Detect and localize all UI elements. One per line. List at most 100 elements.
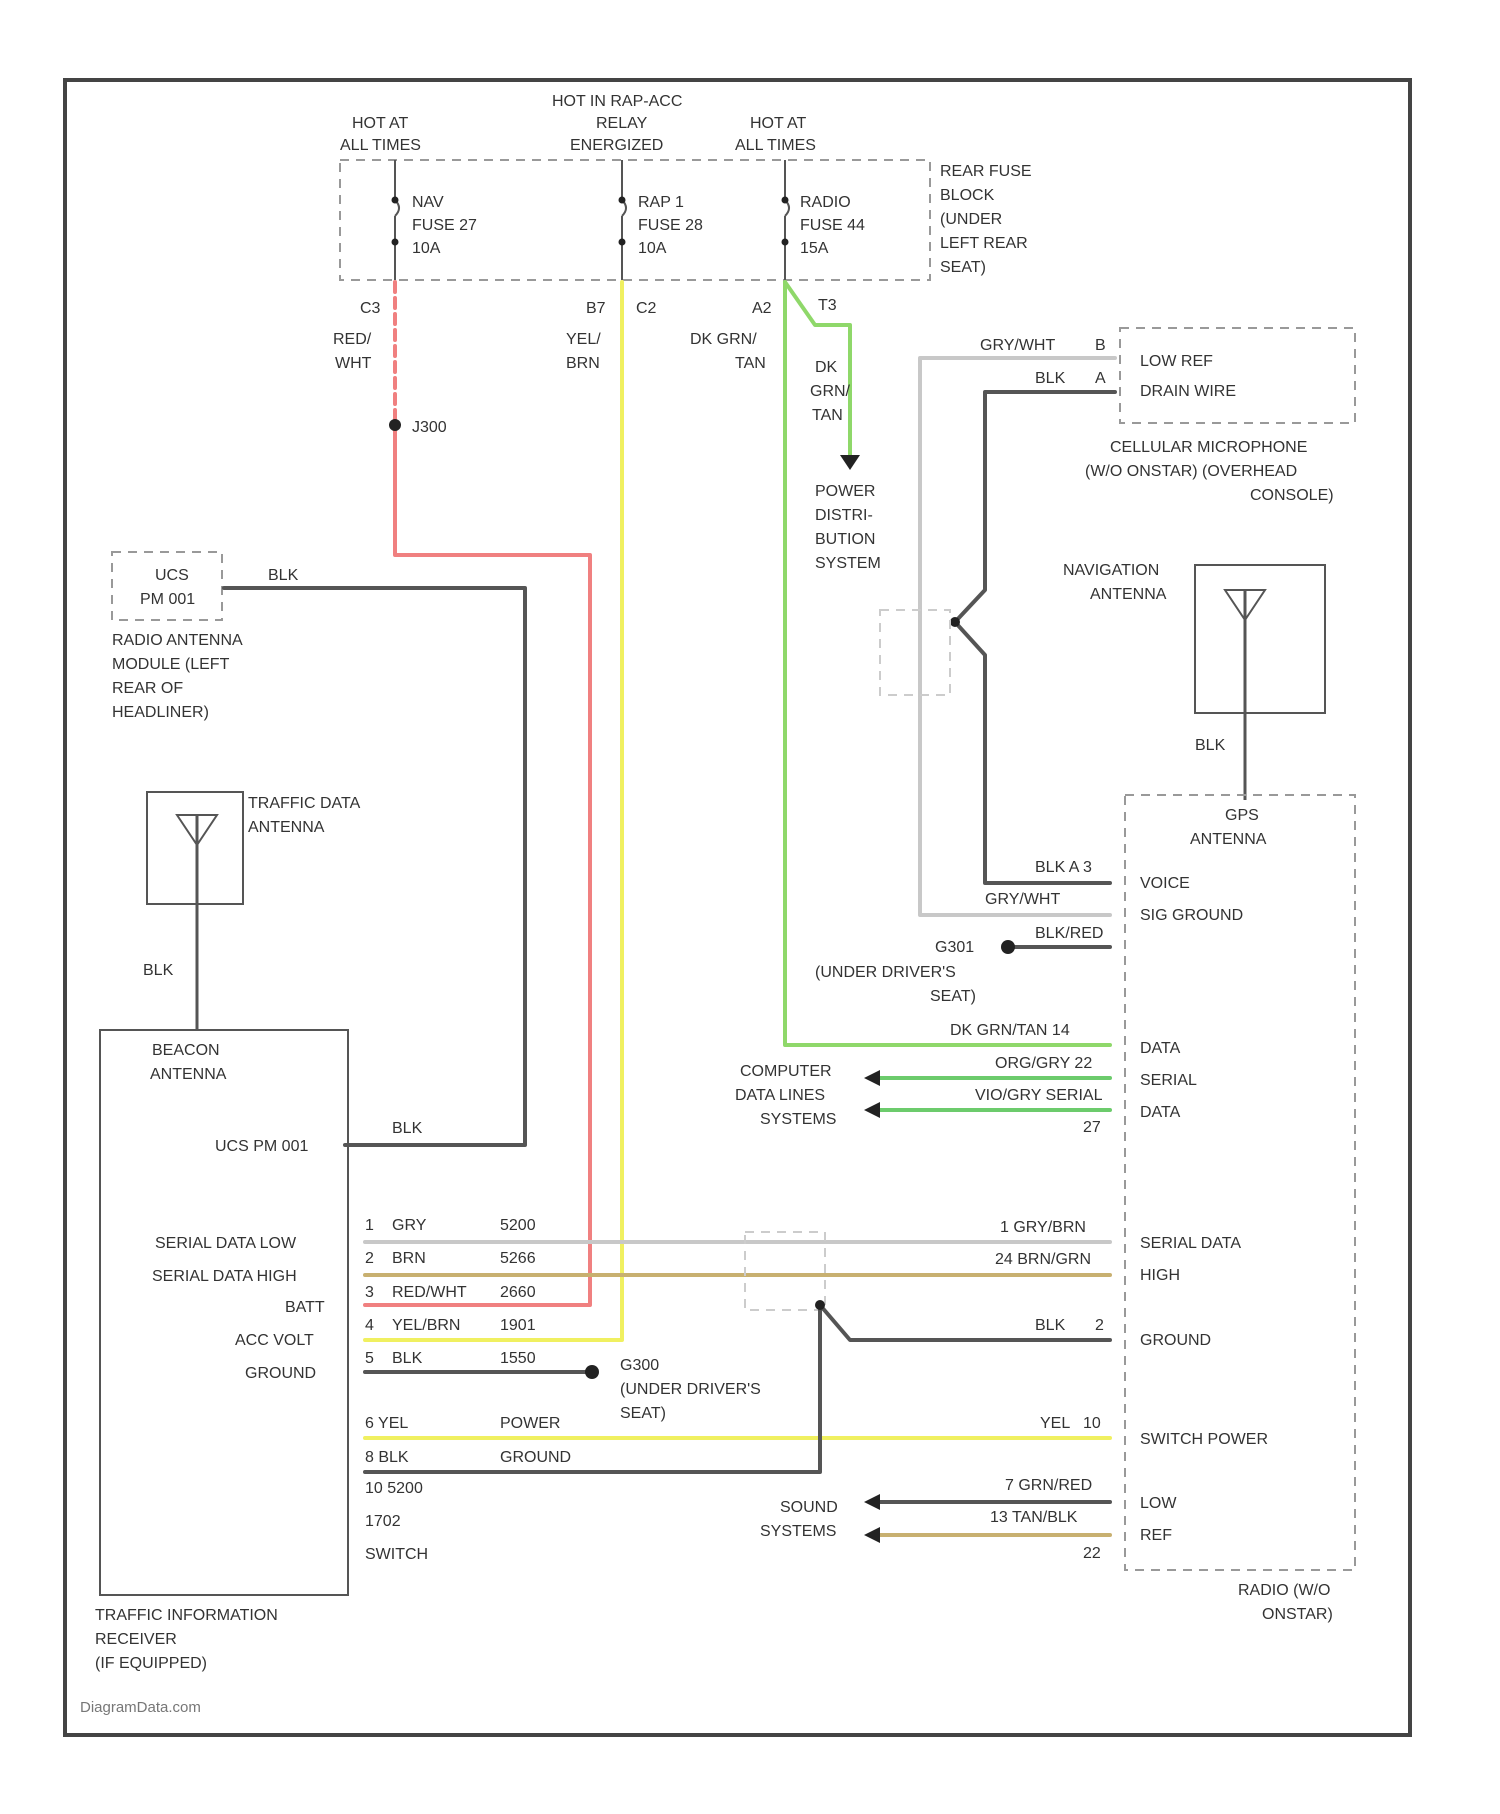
hot-right-2: ALL TIMES bbox=[735, 137, 816, 154]
shield-connector bbox=[880, 610, 950, 695]
beacon-pin-1-circuit: 5200 bbox=[500, 1217, 536, 1234]
power-dist-3: BUTION bbox=[815, 531, 875, 548]
mic-term-2: DRAIN WIRE bbox=[1140, 383, 1236, 400]
radio-data-label-2: SERIAL bbox=[1140, 1072, 1197, 1089]
watermark: DiagramData.com bbox=[80, 1699, 201, 1716]
radio-data-top-wire: DK GRN/TAN 14 bbox=[950, 1022, 1070, 1039]
beacon-pin-3-wire: RED/WHT bbox=[392, 1284, 467, 1301]
wire-red-label-2: WHT bbox=[335, 355, 372, 372]
wire-grn-label-2: TAN bbox=[735, 355, 766, 372]
nav-antenna-wire: BLK bbox=[1195, 737, 1226, 754]
beacon-pin-1-num: 1 bbox=[365, 1217, 374, 1234]
beacon-ucs-wire: BLK bbox=[392, 1120, 423, 1137]
fuse-block-label-4: LEFT REAR bbox=[940, 235, 1028, 252]
beacon-label-1: BEACON bbox=[152, 1042, 220, 1059]
hot-left-2: ALL TIMES bbox=[340, 137, 421, 154]
beacon-pin-3-circuit: 2660 bbox=[500, 1284, 536, 1301]
beacon-pin-2-label: SERIAL DATA HIGH bbox=[152, 1268, 297, 1285]
mic-wire-2: BLK bbox=[1035, 370, 1066, 387]
power-dist-4: SYSTEM bbox=[815, 555, 881, 572]
radio-data-label-3: DATA bbox=[1140, 1104, 1181, 1121]
beacon-ucs-label: UCS PM 001 bbox=[215, 1138, 308, 1155]
g301-sub-1: (UNDER DRIVER'S bbox=[815, 964, 956, 981]
radio-pin-22: 22 bbox=[1083, 1545, 1101, 1562]
beacon-lower-2: 1702 bbox=[365, 1513, 401, 1530]
mic-label-1: CELLULAR MICROPHONE bbox=[1110, 439, 1307, 456]
radio-wire-blk-red: BLK/RED bbox=[1035, 925, 1103, 942]
wire-yel-label-1: YEL/ bbox=[566, 331, 601, 348]
mic-wire-1: GRY/WHT bbox=[980, 337, 1055, 354]
mic-label-3: CONSOLE) bbox=[1250, 487, 1334, 504]
radio-switch-pin: 10 bbox=[1083, 1415, 1101, 1432]
radio-data-low-wire: VIO/GRY SERIAL bbox=[975, 1087, 1103, 1104]
radio-ref-label: REF bbox=[1140, 1527, 1172, 1544]
fuse-rap: RAP 1 FUSE 28 10A bbox=[619, 160, 704, 280]
beacon-pin-2-circuit: 5266 bbox=[500, 1250, 536, 1267]
radio-antenna-label-4: HEADLINER) bbox=[112, 704, 209, 721]
fuse-rap-rating: 10A bbox=[638, 240, 667, 257]
traffic-antenna-wire: BLK bbox=[143, 962, 174, 979]
radio-serial-data-1: SERIAL DATA bbox=[1140, 1235, 1241, 1252]
radio-ground-pin: 2 bbox=[1095, 1317, 1104, 1334]
wire-grn2-label-1: DK bbox=[815, 359, 838, 376]
mic-pin-1: B bbox=[1095, 337, 1106, 354]
fuse-radio-name: RADIO bbox=[800, 194, 851, 211]
beacon-pin-5-circuit: 1550 bbox=[500, 1350, 536, 1367]
radio-wire-gry-wht: GRY/WHT bbox=[985, 891, 1060, 908]
fuse-nav-name: NAV bbox=[412, 194, 444, 211]
pin-b7: B7 bbox=[586, 300, 606, 317]
beacon-pin-4-wire: YEL/BRN bbox=[392, 1317, 460, 1334]
wire-yel-label-2: BRN bbox=[566, 355, 600, 372]
radio-antenna-label-2: MODULE (LEFT bbox=[112, 656, 230, 673]
hot-middle-3: ENERGIZED bbox=[570, 137, 663, 154]
radio-antenna-wire: BLK bbox=[268, 567, 299, 584]
power-dist-1: POWER bbox=[815, 483, 875, 500]
gps-antenna-label-1: GPS bbox=[1225, 807, 1259, 824]
beacon-pin-6-label: POWER bbox=[500, 1415, 560, 1432]
computer-label-2: DATA LINES bbox=[735, 1087, 825, 1104]
beacon-pin-2-num: 2 bbox=[365, 1250, 374, 1267]
computer-arrow-2 bbox=[864, 1102, 880, 1118]
receiver-label-3: (IF EQUIPPED) bbox=[95, 1655, 207, 1672]
radio-serial-wire-2: 24 BRN/GRN bbox=[995, 1251, 1091, 1268]
receiver-label-2: RECEIVER bbox=[95, 1631, 177, 1648]
beacon-pin-5-wire: BLK bbox=[392, 1350, 423, 1367]
radio-antenna-box-2: PM 001 bbox=[140, 591, 195, 608]
fuse-nav: NAV FUSE 27 10A bbox=[392, 160, 478, 280]
g301-label: G301 bbox=[935, 939, 974, 956]
beacon-pin-3-label: BATT bbox=[285, 1299, 325, 1316]
fuse-block-label-3: (UNDER bbox=[940, 211, 1002, 228]
splice-j300-label: J300 bbox=[412, 419, 447, 436]
fuse-nav-rating: 10A bbox=[412, 240, 441, 257]
g300-label: G300 bbox=[620, 1357, 659, 1374]
radio-voice: VOICE bbox=[1140, 875, 1190, 892]
radio-module: GPS ANTENNA BLK A 3 GRY/WHT BLK/RED VOIC… bbox=[950, 795, 1355, 1623]
g301-sub-2: SEAT) bbox=[930, 988, 976, 1005]
beacon-lower-1: 10 5200 bbox=[365, 1480, 423, 1497]
beacon-pin-5-label: GROUND bbox=[245, 1365, 316, 1382]
radio-antenna-box-1: UCS bbox=[155, 567, 189, 584]
hot-left-1: HOT AT bbox=[352, 115, 409, 132]
fuse-rap-number: FUSE 28 bbox=[638, 217, 703, 234]
fuse-radio-rating: 15A bbox=[800, 240, 829, 257]
ground-g300 bbox=[585, 1365, 599, 1379]
radio-antenna-label-3: REAR OF bbox=[112, 680, 183, 697]
beacon-pin-8-label: GROUND bbox=[500, 1449, 571, 1466]
wire-grn2-label-3: TAN bbox=[812, 407, 843, 424]
wire-grn2-label-2: GRN/ bbox=[810, 383, 851, 400]
rear-fuse-block: HOT AT ALL TIMES HOT IN RAP-ACC RELAY EN… bbox=[340, 93, 1032, 317]
sound-label-2: SYSTEMS bbox=[760, 1523, 836, 1540]
beacon-pin-2-wire: BRN bbox=[392, 1250, 426, 1267]
navigation-antenna: NAVIGATION ANTENNA BLK bbox=[1063, 562, 1325, 800]
nav-antenna-label-2: ANTENNA bbox=[1090, 586, 1167, 603]
radio-low-label: LOW bbox=[1140, 1495, 1177, 1512]
fuse-rap-name: RAP 1 bbox=[638, 194, 684, 211]
traffic-data-antenna: TRAFFIC DATA ANTENNA BLK bbox=[143, 792, 361, 1030]
radio-data-label-1: DATA bbox=[1140, 1040, 1181, 1057]
radio-wire-blk-a3: BLK A 3 bbox=[1035, 859, 1092, 876]
wire-grn-label-1: DK GRN/ bbox=[690, 331, 757, 348]
g300-sub-2: SEAT) bbox=[620, 1405, 666, 1422]
wire-radio-antenna-blk bbox=[224, 588, 525, 1145]
sound-arrow-2 bbox=[864, 1527, 880, 1543]
